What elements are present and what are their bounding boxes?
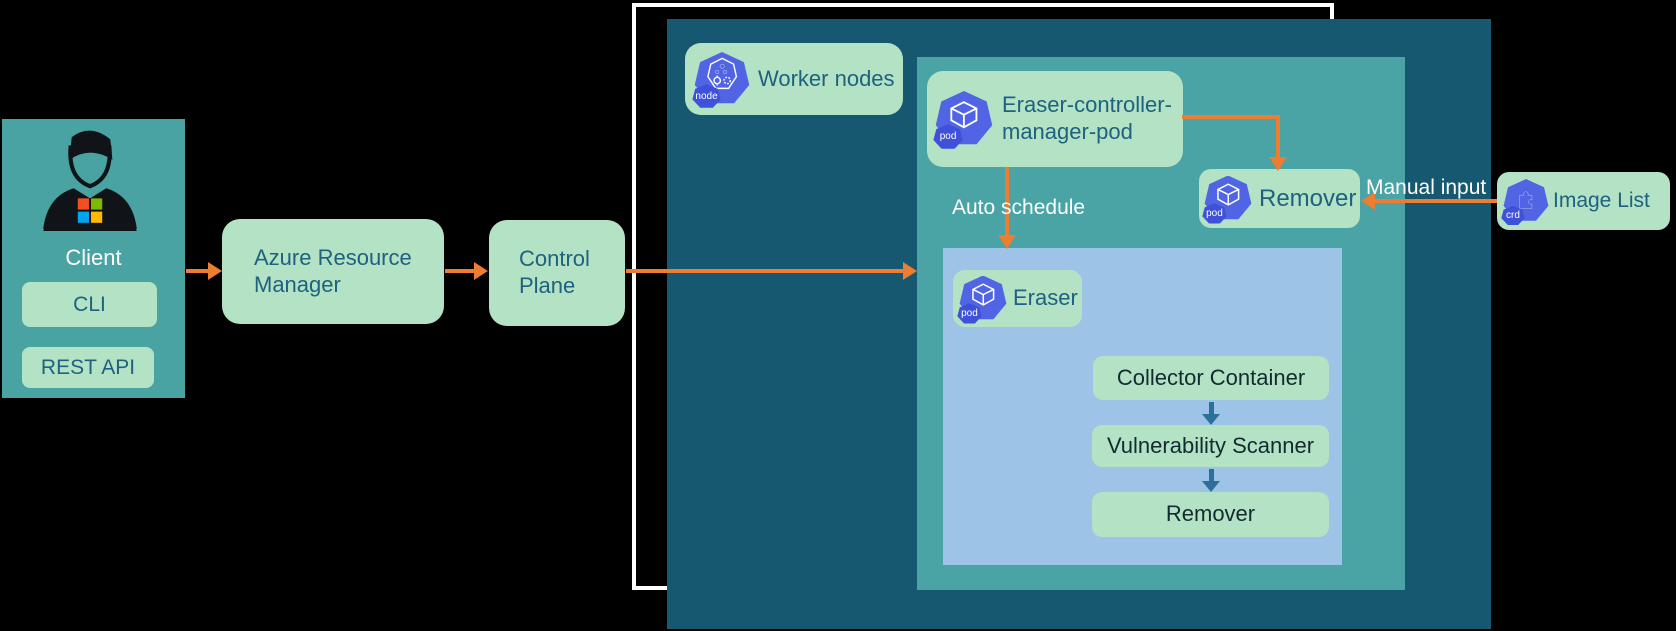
arrowhead-arm-to-control-plane [474, 262, 488, 280]
vulnerability-scanner-label: Vulnerability Scanner [1106, 432, 1315, 458]
image-list-box: crd Image List [1497, 172, 1670, 230]
arrow-auto-schedule [1005, 167, 1009, 235]
pod-icon-badge: pod [933, 124, 963, 149]
azure-resource-manager-box: Azure Resource Manager [222, 219, 444, 324]
person-icon [43, 130, 137, 231]
pod-icon-badge: pod [957, 303, 982, 324]
azure-resource-manager-label: Azure Resource Manager [254, 244, 412, 297]
rest-api-label: REST API [40, 355, 136, 379]
arrowhead-client-to-arm [208, 262, 222, 280]
arrow-collector-to-scanner [1209, 402, 1214, 414]
arrowhead-image-list-to-remover [1361, 192, 1375, 210]
arrow-controller-to-remover-horizontal [1182, 115, 1278, 119]
arrowhead-controller-to-remover [1269, 157, 1287, 171]
node-icon: node [692, 52, 750, 108]
microsoft-logo-icon [77, 198, 103, 223]
eraser-controller-manager-pod-label: Eraser-controller- manager-pod [1002, 92, 1172, 144]
node-icon-badge: node [692, 84, 721, 108]
remover-container-label: Remover [1165, 501, 1256, 527]
pod-icon: pod [933, 91, 993, 149]
image-list-label: Image List [1553, 189, 1650, 213]
arrow-scanner-to-remover [1209, 469, 1214, 481]
arrowhead-control-plane-to-cluster [903, 262, 917, 280]
manual-input-label: Manual input [1366, 176, 1487, 199]
worker-nodes-label: Worker nodes [758, 65, 895, 91]
eraser-pod-label: Eraser [1013, 285, 1078, 311]
eraser-controller-manager-pod-box: pod Eraser-controller- manager-pod [927, 71, 1183, 167]
arrowhead-collector-to-scanner [1202, 414, 1220, 425]
arrow-client-to-arm [186, 269, 208, 273]
client-label: Client [65, 245, 122, 270]
collector-container-label: Collector Container [1116, 364, 1306, 390]
crd-icon-badge: crd [1501, 205, 1525, 225]
pod-icon: pod [1202, 175, 1252, 224]
arrowhead-auto-schedule [998, 235, 1016, 249]
cli-box: CLI [22, 282, 157, 327]
pod-icon: pod [957, 275, 1007, 324]
remover-pod-box: pod Remover [1199, 169, 1360, 228]
collector-container-box: Collector Container [1093, 356, 1329, 400]
vulnerability-scanner-box: Vulnerability Scanner [1092, 425, 1329, 467]
cli-label: CLI [73, 292, 106, 316]
rest-api-box: REST API [22, 347, 154, 388]
arrow-image-list-to-remover [1375, 199, 1497, 203]
arrow-controller-to-remover-vertical [1276, 115, 1280, 157]
eraser-pod-box: pod Eraser [953, 270, 1082, 327]
client-panel: Client CLI REST API [2, 119, 185, 398]
arrow-control-plane-to-cluster [626, 269, 903, 273]
control-plane-box: Control Plane [489, 220, 625, 326]
arrow-arm-to-control-plane [445, 269, 474, 273]
remover-pod-label: Remover [1259, 184, 1357, 212]
worker-nodes-box: node Worker nodes [685, 43, 903, 115]
auto-schedule-label: Auto schedule [952, 196, 1086, 219]
pod-icon-badge: pod [1202, 203, 1227, 224]
remover-container-box: Remover [1092, 492, 1329, 537]
control-plane-label: Control Plane [519, 246, 590, 298]
crd-icon: crd [1501, 179, 1549, 225]
arrowhead-scanner-to-remover [1202, 481, 1220, 492]
